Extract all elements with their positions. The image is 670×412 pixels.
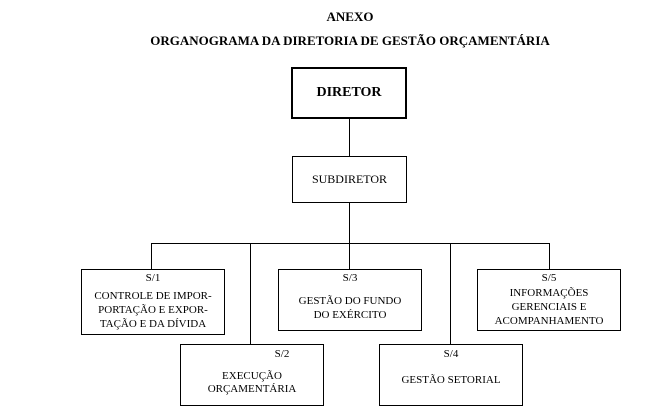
director-label: DIRETOR [316, 85, 382, 100]
section-s3-box: S/3 GESTÃO DO FUNDO DO EXÉRCITO [278, 269, 422, 331]
section-s1-line2: PORTAÇÃO E EXPOR- [98, 304, 208, 316]
section-s5-code: S/5 [541, 272, 557, 284]
subdirector-box: SUBDIRETOR [292, 156, 407, 203]
section-s1-line3: TAÇÃO E DA DÍVIDA [99, 318, 207, 330]
section-s3-line2: DO EXÉRCITO [313, 309, 387, 321]
section-s2-line2: ORÇAMENTÁRIA [207, 383, 297, 395]
section-s2-code: S/2 [274, 348, 290, 360]
section-s3-line1: GESTÃO DO FUNDO [298, 295, 402, 307]
org-chart-title: ORGANOGRAMA DA DIRETORIA DE GESTÃO ORÇAM… [150, 33, 550, 48]
section-s1-box: S/1 CONTROLE DE IMPOR- PORTAÇÃO E EXPOR-… [81, 269, 225, 335]
section-s1-line1: CONTROLE DE IMPOR- [94, 290, 212, 302]
section-s4-line1: GESTÃO SETORIAL [401, 374, 501, 386]
section-s4-box: S/4 GESTÃO SETORIAL [379, 344, 523, 406]
section-s5-box: S/5 INFORMAÇÕES GERENCIAIS E ACOMPANHAME… [477, 269, 621, 331]
subdirector-label: SUBDIRETOR [311, 172, 388, 186]
director-box: DIRETOR [291, 67, 407, 119]
section-s5-line2: GERENCIAIS E [511, 301, 587, 313]
section-s1-code: S/1 [145, 272, 161, 284]
annex-heading: ANEXO [326, 9, 374, 24]
section-s5-line3: ACOMPANHAMENTO [494, 315, 604, 327]
section-s5-line1: INFORMAÇÕES [509, 287, 589, 299]
section-s3-code: S/3 [342, 272, 358, 284]
section-s2-line1: EXECUÇÃO [222, 370, 282, 382]
section-s2-box: S/2 EXECUÇÃO ORÇAMENTÁRIA [180, 344, 324, 406]
section-s4-code: S/4 [443, 348, 459, 360]
